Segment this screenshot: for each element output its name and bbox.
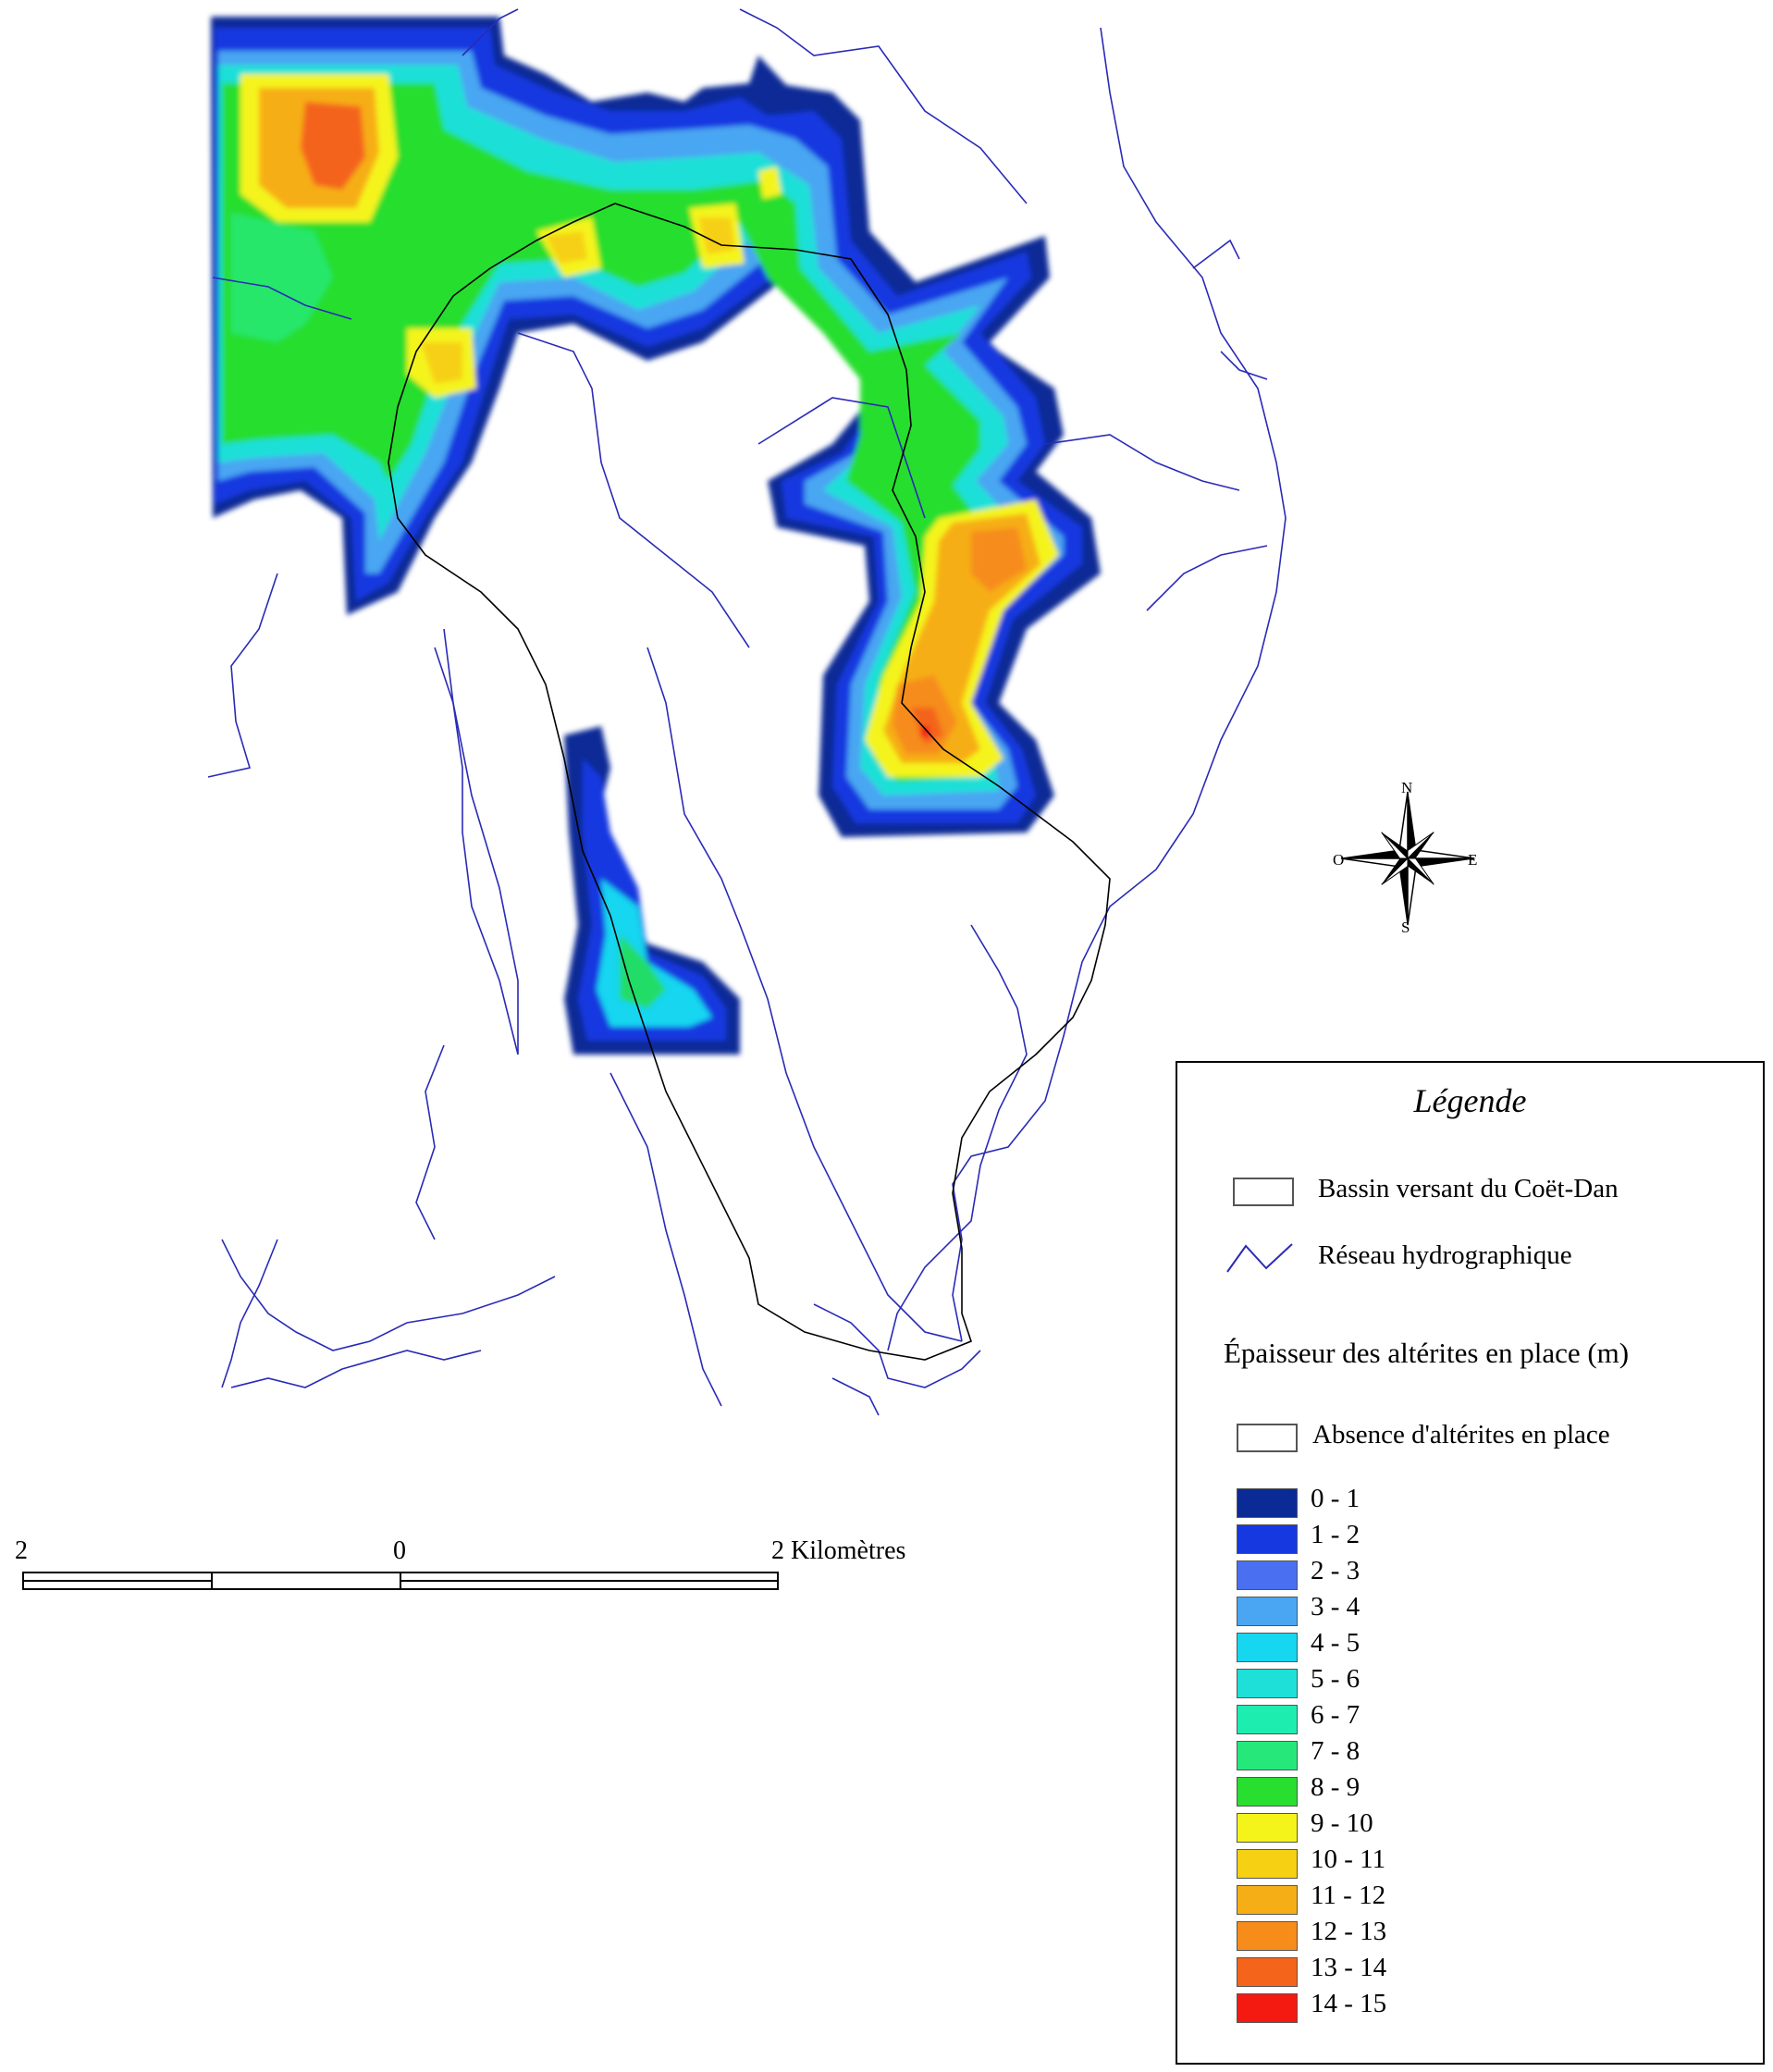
river-network <box>207 8 1287 1416</box>
legend-class-swatch <box>1237 1777 1298 1807</box>
river-7 <box>757 397 926 519</box>
river-13 <box>1146 545 1268 611</box>
river-8 <box>739 8 1028 204</box>
river-6 <box>646 647 963 1342</box>
river-1 <box>212 277 352 320</box>
legend-class-label: 11 - 12 <box>1311 1881 1386 1910</box>
river-symbol <box>1226 1243 1293 1273</box>
scale-center-label: 0 <box>393 1536 406 1565</box>
basin-label: Bassin versant du Coët-Dan <box>1318 1174 1619 1203</box>
thickness-heading: Épaisseur des altérites en place (m) <box>1224 1337 1630 1369</box>
network-label: Réseau hydrographique <box>1318 1240 1572 1270</box>
legend-class-label: 6 - 7 <box>1311 1700 1361 1730</box>
alterite-thickness-zones <box>211 17 1101 1054</box>
legend-class-swatch <box>1237 1597 1298 1626</box>
absence-symbol <box>1237 1424 1298 1452</box>
river-22 <box>221 1239 278 1388</box>
river-4 <box>207 573 278 778</box>
basin-symbol <box>1233 1178 1294 1206</box>
scale-segment-2 <box>211 1572 401 1590</box>
legend-class-swatch <box>1237 1993 1298 2023</box>
legend-class-swatch <box>1237 1957 1298 1987</box>
compass-rose <box>1340 791 1475 926</box>
legend-class-swatch <box>1237 1813 1298 1843</box>
legend-class-label: 5 - 6 <box>1311 1664 1361 1694</box>
compass-north-label: N <box>1401 779 1413 796</box>
river-3 <box>517 332 750 648</box>
river-17 <box>230 1350 482 1388</box>
legend-class-swatch <box>1237 1633 1298 1662</box>
river-5 <box>443 628 519 1055</box>
legend-class-label: 3 - 4 <box>1311 1592 1361 1622</box>
river-20 <box>831 1377 880 1416</box>
legend-class-swatch <box>1237 1524 1298 1554</box>
legend-class-swatch <box>1237 1921 1298 1951</box>
legend-class-label: 7 - 8 <box>1311 1736 1361 1766</box>
river-21 <box>415 1044 445 1240</box>
river-12 <box>1044 434 1240 491</box>
legend-class-swatch <box>1237 1885 1298 1915</box>
zone-north <box>211 17 1101 837</box>
compass-west-label: O <box>1333 851 1345 869</box>
absence-label: Absence d'altérites en place <box>1312 1420 1610 1449</box>
legend-class-label: 12 - 13 <box>1311 1917 1387 1946</box>
scale-right-label: 2 Kilomètres <box>771 1536 906 1565</box>
river-18 <box>609 1072 722 1407</box>
zone-south <box>564 726 740 1054</box>
legend-class-swatch <box>1237 1560 1298 1590</box>
river-9 <box>952 27 1287 1342</box>
legend-class-swatch <box>1237 1849 1298 1879</box>
legend-box: Légende Bassin versant du Coët-Dan Résea… <box>1176 1061 1765 2065</box>
river-16 <box>221 1239 556 1351</box>
river-11 <box>1220 351 1268 380</box>
legend-class-label: 14 - 15 <box>1311 1989 1387 2018</box>
legend-class-label: 9 - 10 <box>1311 1808 1373 1838</box>
compass-east-label: E <box>1468 851 1478 869</box>
scale-left-label: 2 <box>15 1536 28 1565</box>
legend-class-swatch <box>1237 1488 1298 1518</box>
river-15 <box>434 647 519 1054</box>
river-10 <box>1192 239 1240 269</box>
river-2 <box>462 8 519 56</box>
river-19 <box>813 1303 981 1388</box>
legend-class-swatch <box>1237 1669 1298 1698</box>
compass-south-label: S <box>1401 919 1410 936</box>
legend-class-label: 13 - 14 <box>1311 1953 1387 1982</box>
scale-bar <box>22 1572 779 1590</box>
basin-outline <box>388 203 1111 1361</box>
legend-class-label: 10 - 11 <box>1311 1844 1386 1874</box>
legend-class-swatch <box>1237 1741 1298 1770</box>
river-14 <box>887 924 1028 1351</box>
legend-class-label: 1 - 2 <box>1311 1520 1361 1549</box>
legend-class-label: 8 - 9 <box>1311 1772 1361 1802</box>
legend-class-label: 2 - 3 <box>1311 1556 1361 1585</box>
legend-class-swatch <box>1237 1705 1298 1734</box>
legend-class-label: 0 - 1 <box>1311 1484 1361 1513</box>
legend-title: Légende <box>1413 1082 1527 1119</box>
legend-class-label: 4 - 5 <box>1311 1628 1361 1658</box>
